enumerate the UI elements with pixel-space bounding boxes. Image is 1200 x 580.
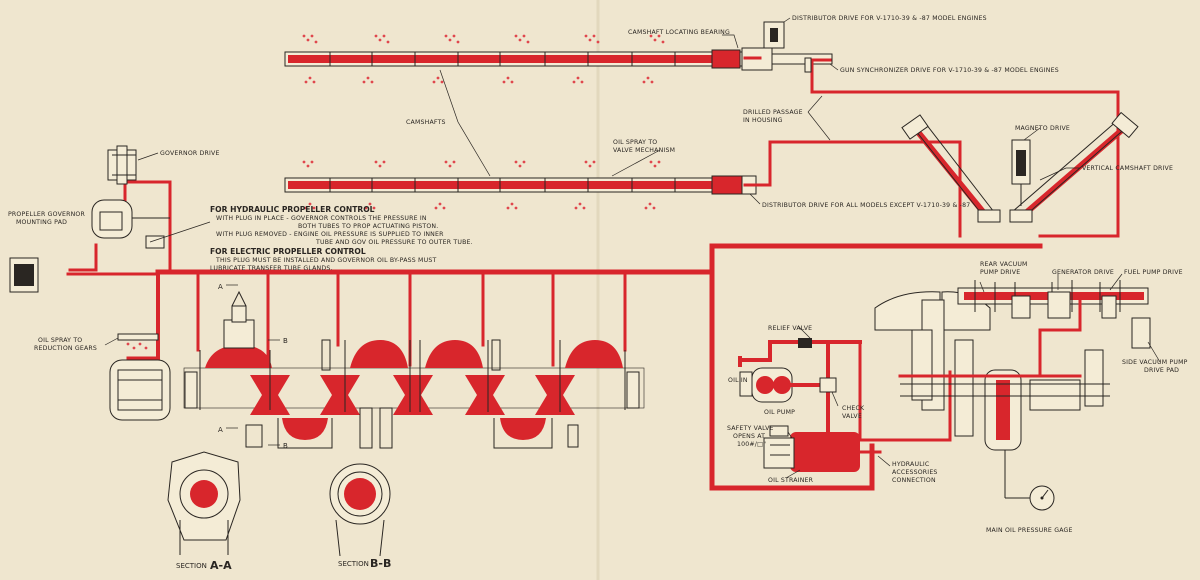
note-hydraulic-line-4: TUBE AND GOV OIL PRESSURE TO OUTER TUBE.	[315, 239, 473, 246]
label-magneto-drive: MAGNETO DRIVE	[1015, 125, 1070, 132]
note-hydraulic-line-3: WITH PLUG REMOVED - ENGINE OIL PRESSURE …	[216, 231, 444, 238]
label-distributor-drive-bottom: DISTRIBUTOR DRIVE FOR ALL MODELS EXCEPT …	[762, 202, 970, 209]
lower-camshaft	[284, 175, 757, 195]
label-drilled-passage-2: IN HOUSING	[743, 117, 783, 124]
label-hydraulic-3: CONNECTION	[892, 477, 936, 484]
distributor-drive-top	[763, 21, 812, 73]
note-hydraulic-line-1: WITH PLUG IN PLACE - GOVERNOR CONTROLS T…	[216, 215, 427, 222]
label-hydraulic-2: ACCESSORIES	[892, 469, 938, 476]
section-a-mark-top: A	[218, 283, 223, 291]
label-governor-drive: GOVERNOR DRIVE	[160, 150, 220, 157]
note-hydraulic-title: FOR HYDRAULIC PROPELLER CONTROL	[210, 205, 375, 214]
label-section-bb-word: SECTION	[338, 560, 369, 568]
label-distributor-drive-top: DISTRIBUTOR DRIVE FOR V-1710-39 & -87 MO…	[792, 15, 987, 22]
section-a-mark-bottom: A	[218, 426, 223, 434]
reduction-gear-housing	[109, 333, 171, 421]
section-markers: A A B B	[218, 283, 288, 450]
crankshaft	[183, 290, 645, 449]
main-oil-gallery	[126, 243, 1043, 491]
section-a-a-view	[167, 451, 241, 555]
labels: CAMSHAFT LOCATING BEARING DISTRIBUTOR DR…	[8, 15, 1188, 572]
propeller-control-notes: FOR HYDRAULIC PROPELLER CONTROL WITH PLU…	[210, 205, 473, 272]
label-safety-1: SAFETY VALVE	[727, 425, 774, 432]
label-rear-vacuum-1: REAR VACUUM	[980, 261, 1028, 268]
label-side-vacuum-1: SIDE VACUUM PUMP	[1122, 359, 1188, 366]
section-b-b-view	[329, 463, 391, 557]
label-camshafts: CAMSHAFTS	[406, 119, 446, 126]
propeller-governor-pad	[9, 199, 170, 293]
note-electric-line-2: LUBRICATE TRANSFER TUBE GLANDS.	[210, 265, 333, 272]
label-oil-spray-1: OIL SPRAY TO	[613, 139, 657, 146]
oil-strainer	[763, 425, 882, 472]
label-section-aa-word: SECTION	[176, 562, 207, 570]
label-side-vacuum-2: DRIVE PAD	[1144, 367, 1179, 374]
vertical-camshaft-drive	[901, 111, 1139, 223]
main-oil-pressure-gage	[1004, 450, 1055, 511]
label-oil-spray-reduction-1: OIL SPRAY TO	[38, 337, 82, 344]
note-electric-title: FOR ELECTRIC PROPELLER CONTROL	[210, 247, 366, 256]
label-oil-spray-reduction-2: REDUCTION GEARS	[34, 345, 97, 352]
label-oil-in: OIL IN	[728, 377, 748, 384]
label-camshaft-bearing: CAMSHAFT LOCATING BEARING	[628, 29, 730, 36]
label-rear-vacuum-2: PUMP DRIVE	[980, 269, 1020, 276]
label-main-oil-pressure-gage: MAIN OIL PRESSURE GAGE	[986, 527, 1073, 534]
label-gun-synchronizer: GUN SYNCHRONIZER DRIVE FOR V-1710-39 & -…	[840, 67, 1059, 74]
leader-lines	[104, 17, 1161, 479]
label-vertical-camshaft: VERTICAL CAMSHAFT DRIVE	[1082, 165, 1173, 172]
accessory-gearbox	[874, 280, 1151, 451]
label-section-bb-letters: B-B	[370, 557, 391, 570]
label-prop-governor-1: PROPELLER GOVERNOR	[8, 211, 86, 218]
label-prop-governor-2: MOUNTING PAD	[16, 219, 67, 226]
label-safety-2: OPENS AT	[733, 433, 765, 440]
label-drilled-passage-1: DRILLED PASSAGE	[743, 109, 803, 116]
label-safety-3: 100#/□"	[737, 441, 766, 448]
oil-pump-assembly	[738, 338, 952, 442]
label-fuel-pump-drive: FUEL PUMP DRIVE	[1124, 269, 1183, 276]
label-section-aa-letters: A-A	[210, 559, 232, 572]
section-b-mark-top: B	[283, 337, 288, 345]
note-electric-line-1: THIS PLUG MUST BE INSTALLED AND GOVERNOR…	[215, 257, 436, 264]
upper-camshaft-sprays	[302, 34, 665, 84]
label-oil-strainer: OIL STRAINER	[768, 477, 814, 484]
label-check-2: VALVE	[842, 413, 862, 420]
label-relief-valve: RELIEF VALVE	[768, 325, 812, 332]
label-generator-drive: GENERATOR DRIVE	[1052, 269, 1114, 276]
label-oil-spray-2: VALVE MECHANISM	[613, 147, 675, 154]
label-oil-pump: OIL PUMP	[764, 409, 795, 416]
label-check-1: CHECK	[842, 405, 865, 412]
label-hydraulic-1: HYDRAULIC	[892, 461, 929, 468]
lower-camshaft-sprays	[302, 160, 661, 210]
note-hydraulic-line-2: BOTH TUBES TO PROP ACTUATING PISTON.	[298, 223, 438, 230]
section-b-mark-bottom: B	[283, 442, 288, 450]
